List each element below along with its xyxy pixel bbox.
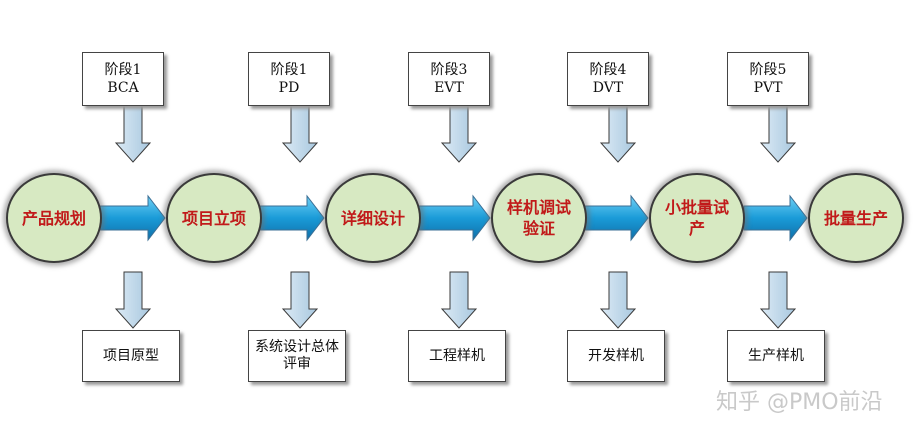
stage-title: 阶段4: [589, 62, 627, 78]
node-mass-production: 批量生产: [808, 173, 904, 263]
stage-box-2: 阶段1 PD: [248, 52, 330, 106]
stage-code: DVT: [592, 80, 624, 96]
stage-down-arrow: [759, 103, 797, 163]
node-prototype-debug: 样机调试验证: [491, 173, 587, 263]
output-box-2: 系统设计总体评审: [248, 330, 346, 382]
output-box-4: 开发样机: [567, 330, 665, 382]
stage-down-arrow: [440, 103, 478, 163]
node-label: 批量生产: [824, 208, 889, 228]
flow-arrow: [584, 194, 649, 242]
output-label: 系统设计总体评审: [255, 339, 339, 372]
flow-arrow: [259, 194, 325, 242]
output-down-arrow: [440, 271, 478, 329]
stage-code: BCA: [107, 80, 139, 96]
stage-down-arrow: [114, 103, 152, 163]
output-label: 工程样机: [429, 347, 485, 364]
output-label: 项目原型: [103, 347, 159, 364]
node-label: 详细设计: [341, 208, 406, 228]
stage-code: EVT: [434, 80, 464, 96]
node-product-planning: 产品规划: [6, 173, 102, 263]
stage-code: PD: [278, 80, 300, 96]
stage-box-3: 阶段3 EVT: [408, 52, 490, 106]
output-box-1: 项目原型: [82, 330, 180, 382]
stage-box-5: 阶段5 PVT: [727, 52, 809, 106]
flow-arrow: [743, 194, 808, 242]
node-detailed-design: 详细设计: [325, 173, 421, 263]
stage-title: 阶段3: [430, 62, 468, 78]
node-project-initiation: 项目立项: [166, 173, 262, 263]
node-label: 小批量试产: [665, 198, 730, 238]
watermark: 知乎 @PMO前沿: [716, 390, 883, 415]
output-label: 生产样机: [748, 347, 804, 364]
output-label: 开发样机: [588, 347, 644, 364]
stage-code: PVT: [753, 80, 783, 96]
output-down-arrow: [281, 271, 319, 329]
stage-box-4: 阶段4 DVT: [567, 52, 649, 106]
output-down-arrow: [114, 271, 152, 329]
stage-box-1: 阶段1 BCA: [82, 52, 164, 106]
stage-title: 阶段1: [270, 62, 308, 78]
node-pilot-production: 小批量试产: [649, 173, 745, 263]
flow-arrow: [418, 194, 491, 242]
output-arrows: [114, 271, 797, 329]
stage-down-arrow: [599, 103, 637, 163]
stage-title: 阶段1: [104, 62, 142, 78]
stage-arrows: [114, 103, 797, 163]
node-label: 产品规划: [22, 208, 87, 228]
output-box-3: 工程样机: [408, 330, 506, 382]
output-box-5: 生产样机: [727, 330, 825, 382]
flow-arrow: [99, 194, 166, 242]
output-down-arrow: [759, 271, 797, 329]
output-down-arrow: [599, 271, 637, 329]
node-label: 样机调试验证: [507, 198, 572, 238]
stage-title: 阶段5: [749, 62, 787, 78]
node-label: 项目立项: [182, 208, 247, 228]
stage-down-arrow: [281, 103, 319, 163]
flow-arrows: [99, 194, 808, 242]
